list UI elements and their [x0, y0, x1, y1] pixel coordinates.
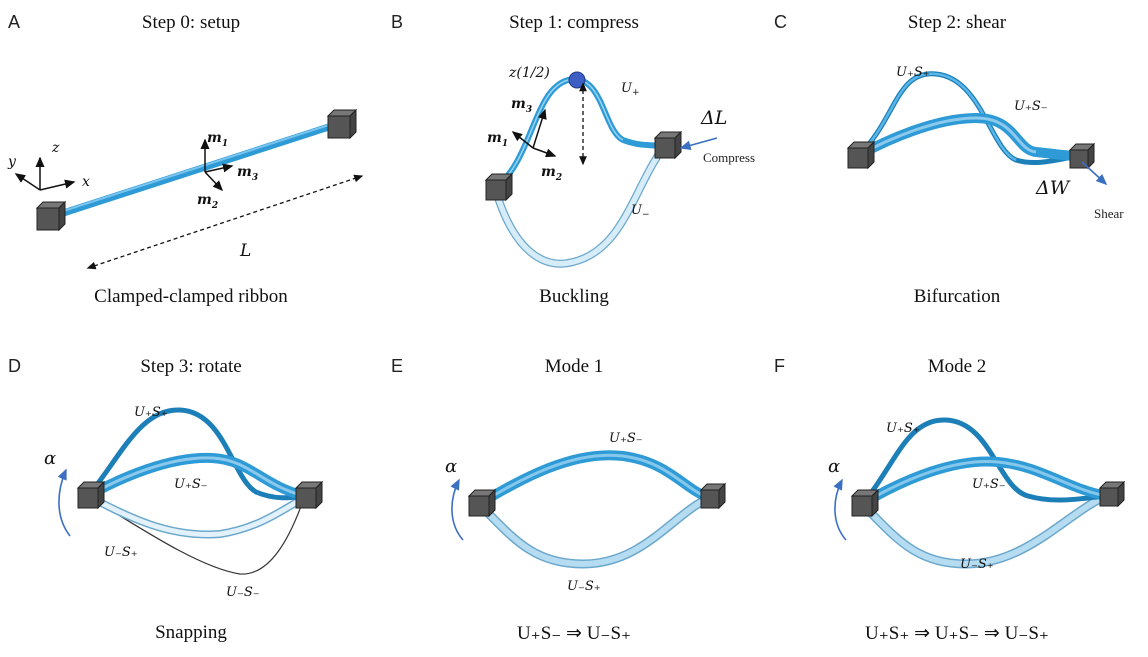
clamp-block-left [467, 488, 497, 518]
label-u-plus-s-plus: U₊S₊ [896, 65, 930, 80]
label-u-minus-s-plus: U₋S₊ [567, 579, 601, 594]
panel-title: Mode 1 [544, 356, 604, 377]
panel-caption: Bifurcation [913, 286, 1001, 307]
panel-letter: C [774, 12, 787, 32]
panel-caption: Snapping [155, 622, 227, 643]
panel-letter: F [774, 356, 785, 376]
panel-b: B Step 1: compress m3 m1 m2 z(1/2) U+ U−… [383, 0, 765, 328]
axis-label-x: x [82, 174, 90, 190]
clamp-block-right [1098, 480, 1126, 508]
label-u-plus-s-minus: U₊S₋ [972, 477, 1006, 492]
setup-diagram: y z x m1 m3 m2 L [7, 108, 364, 270]
rotation-arrow [833, 478, 847, 541]
ribbon [44, 120, 342, 222]
clamp-block-right [653, 130, 683, 160]
panel-letter: A [8, 12, 21, 32]
svg-text:U−: U− [631, 203, 650, 220]
delta-w-label: ΔW [1035, 177, 1071, 199]
panel-title: Step 3: rotate [140, 356, 242, 377]
panel-a: A Step 0: setup y z x m1 m3 m2 L Clamp [0, 0, 382, 328]
shear-arrow [1081, 161, 1108, 186]
label-u-minus-s-plus: U₋S₊ [960, 557, 994, 572]
panel-f: F Mode 2 α U₊S₊ U₊S₋ U₋S₊ U₊S₊ ⇒ U₊S₋ ⇒ … [766, 328, 1148, 656]
clamp-block-right [1068, 142, 1096, 170]
label-u-plus-s-plus: U₊S₊ [134, 405, 168, 420]
shear-label: Shear [1094, 206, 1124, 221]
label-u-minus-s-plus: U₋S₊ [104, 545, 138, 560]
panel-caption: U₊S₊ ⇒ U₊S₋ ⇒ U₋S₊ [865, 623, 1049, 644]
rotation-arrow [57, 468, 71, 537]
panel-caption: U₊S₋ ⇒ U₋S₊ [516, 623, 632, 644]
axis-label-z: z [51, 140, 60, 156]
shear-diagram: U₊S₊ U₊S₋ ΔW Shear [846, 65, 1124, 221]
midpoint-label: z(1/2) [508, 65, 550, 81]
alpha-label: α [445, 456, 457, 477]
rotation-arrow [450, 478, 464, 541]
label-u-plus-s-plus: U₊S₊ [886, 421, 920, 436]
compress-label: Compress [703, 150, 755, 165]
panel-e: E Mode 1 α U₊S₋ U₋S₊ U₊S₋ ⇒ U₋S₊ [383, 328, 765, 656]
compress-arrow [679, 137, 718, 151]
svg-text:m3: m3 [237, 164, 258, 183]
mode2-diagram: α U₊S₊ U₊S₋ U₋S₊ [828, 417, 1126, 572]
clamp-block-left [76, 480, 106, 510]
alpha-label: α [44, 448, 56, 469]
length-arrow [86, 174, 364, 270]
panel-title: Step 1: compress [509, 12, 639, 33]
clamp-block-right [326, 108, 358, 140]
svg-text:m2: m2 [541, 164, 562, 183]
m1-label: m [207, 130, 222, 146]
delta-l-label: ΔL [700, 107, 727, 129]
svg-text:m3: m3 [511, 96, 532, 115]
panel-letter: E [391, 356, 404, 376]
svg-text:m2: m2 [197, 192, 218, 211]
u-plus-label: U [621, 81, 633, 96]
label-u-minus-s-minus: U₋S₋ [226, 585, 260, 600]
panel-c: C Step 2: shear U₊S₊ U₊S₋ ΔW Shear Bifur… [766, 0, 1148, 328]
m3-label: m [237, 164, 252, 180]
clamp-block-left [484, 172, 514, 202]
clamp-block-left [846, 140, 876, 170]
panel-letter: B [391, 12, 404, 32]
label-u-plus-s-minus: U₊S₋ [1014, 99, 1048, 114]
rotate-diagram: α U₊S₊ U₊S₋ U₋S₊ U₋S₋ [44, 405, 324, 600]
panel-title: Step 2: shear [907, 12, 1007, 33]
panel-title: Mode 2 [927, 356, 987, 377]
u-minus-label: U [631, 203, 643, 218]
length-label: L [239, 241, 251, 261]
panel-caption: Buckling [539, 286, 609, 307]
mode1-diagram: α U₊S₋ U₋S₊ [445, 431, 727, 594]
panel-letter: D [8, 356, 21, 376]
clamp-block-right [699, 482, 727, 510]
alpha-label: α [828, 456, 840, 477]
ribbon-u-minus-s-plus [475, 493, 711, 569]
ribbon-u-plus-s-minus [855, 112, 1079, 161]
coordinate-axes: y z x [7, 140, 90, 191]
clamp-block-left [35, 200, 67, 232]
panel-caption: Clamped-clamped ribbon [94, 286, 288, 307]
label-u-plus-s-minus: U₊S₋ [609, 431, 643, 446]
buckling-diagram: m3 m1 m2 z(1/2) U+ U− ΔL Compress [484, 65, 755, 268]
ribbon-u-minus-s-plus [858, 491, 1108, 569]
panel-title: Step 0: setup [141, 12, 241, 33]
director-frame: m3 m1 m2 [487, 96, 562, 183]
axis-label-y: y [7, 154, 17, 170]
director-frame: m1 m3 m2 [197, 130, 258, 211]
svg-text:m1: m1 [487, 130, 508, 149]
ribbon-u-plus-s-plus [860, 417, 1107, 506]
label-u-plus-s-minus: U₊S₋ [174, 477, 208, 492]
ribbon-u-plus-s-plus [86, 407, 305, 501]
clamp-block-right [294, 480, 324, 510]
clamp-block-left [850, 488, 880, 518]
m2-label: m [197, 192, 212, 208]
panel-d: D Step 3: rotate α U₊S₊ U₊S₋ U₋S₊ U₋S₋ S… [0, 328, 382, 656]
midpoint-marker [568, 71, 586, 89]
svg-text:m1: m1 [207, 130, 228, 149]
ribbon-u-plus-s-minus [476, 450, 711, 509]
svg-text:U+: U+ [621, 81, 640, 98]
